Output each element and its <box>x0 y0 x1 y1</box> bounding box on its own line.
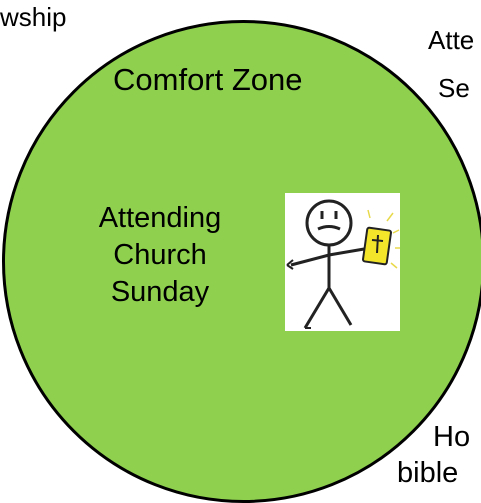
center-label-line-1: Attending <box>85 200 235 237</box>
bible-label-fragment: bible <box>397 459 458 488</box>
comfort-zone-title: Comfort Zone <box>113 64 303 95</box>
attending-label-fragment: Atte <box>428 27 474 53</box>
ho-label-fragment: Ho <box>433 423 470 452</box>
center-label-line-2: Church <box>85 237 235 274</box>
serving-label-fragment: Se <box>438 75 470 101</box>
stick-figure-holding-bible-icon <box>285 193 400 331</box>
center-label-line-3: Sunday <box>85 274 235 311</box>
attending-church-sunday-label: Attending Church Sunday <box>85 200 235 311</box>
fellowship-label-fragment: wship <box>0 4 66 30</box>
stick-figure-image <box>285 193 400 331</box>
